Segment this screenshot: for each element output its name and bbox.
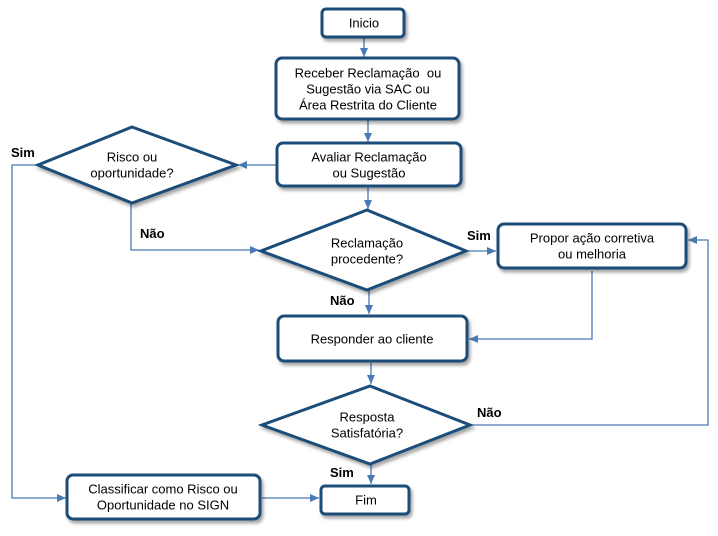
label-line: Resposta: [340, 410, 396, 425]
node-propor: [496, 222, 688, 270]
node-receber: [274, 56, 461, 121]
label-line: oportunidade?: [90, 166, 173, 181]
node-risco: [33, 125, 241, 205]
label-line: Receber Reclamação ou: [295, 66, 442, 81]
satisfatoria-nao-label: Não: [477, 405, 502, 420]
risco-nao-label: Não: [140, 226, 165, 241]
edge-risco-procedente: [130, 200, 259, 254]
edge-propor-responder: [469, 271, 593, 343]
node-fim: [319, 484, 411, 516]
fim-label: Fim: [355, 493, 377, 508]
risco-sim-label: Sim: [11, 145, 35, 160]
node-procedente: [256, 208, 471, 292]
node-inicio: [320, 7, 406, 39]
node-classificar: [65, 473, 262, 521]
satisfatoria-sim-label: Sim: [330, 465, 354, 480]
label-line: Inicio: [349, 16, 379, 31]
edge-risco-classificar: [11, 164, 66, 502]
label-line: procedente?: [331, 252, 403, 267]
responder-label: Responder ao cliente: [311, 332, 434, 347]
label-line: Classificar como Risco ou: [88, 482, 238, 497]
label-line: Satisfatória?: [331, 426, 403, 441]
node-avaliar: [275, 141, 463, 188]
label-line: Responder ao cliente: [311, 332, 434, 347]
procedente-sim-label: Sim: [467, 228, 491, 243]
label-line: Reclamação: [331, 236, 403, 251]
label-line: Fim: [355, 493, 377, 508]
label-line: Avaliar Reclamação: [311, 150, 426, 165]
label-line: Oportunidade no SIGN: [97, 498, 229, 513]
node-responder: [276, 314, 469, 363]
label-line: Área Restrita do Cliente: [299, 98, 437, 113]
edge-satisfatoria-propor: [470, 236, 709, 426]
node-satisfatoria: [257, 384, 475, 466]
label-line: ou Sugestão: [332, 166, 405, 181]
inicio-label: Inicio: [349, 16, 379, 31]
procedente-nao-label: Não: [330, 293, 355, 308]
label-line: Risco ou: [107, 150, 158, 165]
label-line: Sugestão via SAC ou: [306, 82, 430, 97]
label-line: ou melhoria: [558, 247, 627, 262]
label-line: Propor ação corretiva: [530, 231, 655, 246]
